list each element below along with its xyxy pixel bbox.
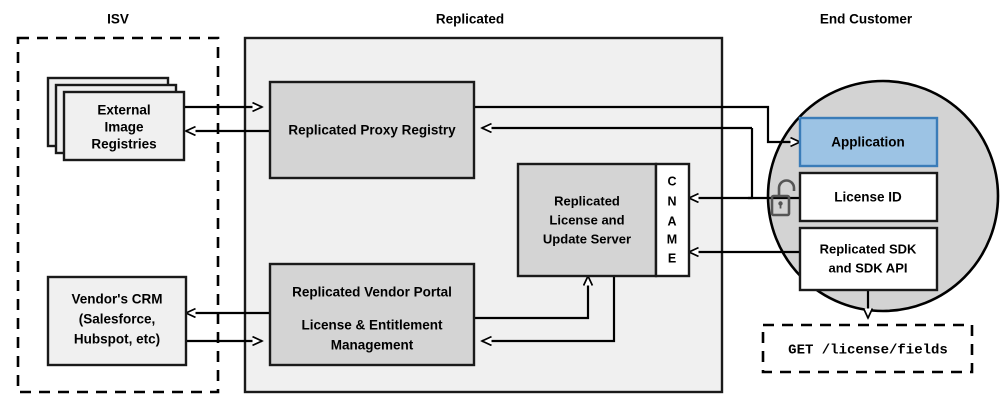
vendors-crm-label-1: Vendor's CRM (72, 292, 163, 307)
vendors-crm[interactable] (46, 275, 188, 367)
replicated-license-server-label-2: License and (549, 212, 624, 227)
zone-title-end-customer: End Customer (820, 12, 913, 27)
external-image-registries-label-1: External (97, 103, 150, 118)
license-fields-request-label: GET /license/fields (788, 343, 948, 359)
vendors-crm-label-3: Hubspot, etc) (74, 332, 160, 347)
license-entitlement-label-2: Management (331, 338, 414, 353)
unlock-icon (770, 179, 796, 217)
replicated-proxy-registry[interactable] (268, 80, 476, 180)
cname-letter-c: C (667, 174, 676, 188)
cname-letter-m: M (667, 232, 677, 246)
connector-license-server-to-portal (482, 272, 616, 341)
cname-letter-n: N (667, 194, 676, 208)
replicated-sdk-label-1: Replicated SDK (820, 241, 917, 256)
replicated-license-server-label-3: Update Server (543, 231, 631, 246)
license-entitlement-label-1: License & Entitlement (301, 318, 443, 333)
application-label: Application (831, 135, 905, 150)
replicated-sdk-label-2: and SDK API (829, 260, 908, 275)
unlock-icon-body (770, 194, 791, 217)
cname-letter-a: A (667, 214, 676, 228)
connector-portal-to-license-server (474, 276, 588, 320)
replicated-sdk-box[interactable] (798, 226, 939, 292)
external-image-registries-label-3: Registries (91, 137, 156, 152)
connector-app-return-seg (748, 128, 754, 200)
replicated-vendor-portal-label: Replicated Vendor Portal (292, 285, 452, 300)
external-image-registries[interactable] (62, 90, 186, 162)
cname-box[interactable] (654, 162, 691, 278)
application-box[interactable] (798, 116, 939, 168)
license-id-label: License ID (834, 190, 902, 205)
unlock-icon-keyslot (779, 203, 782, 209)
replicated-vendor-portal[interactable] (268, 262, 476, 367)
zone-title-isv: ISV (107, 12, 129, 27)
external-image-registries-label-2: Image (104, 120, 144, 135)
replicated-proxy-registry-label: Replicated Proxy Registry (288, 123, 456, 138)
cname-letter-e: E (668, 251, 676, 265)
replicated-license-and-update-server[interactable] (516, 162, 658, 278)
license-fields-request-box (761, 323, 974, 374)
license-id-box[interactable] (798, 171, 939, 223)
vendors-crm-label-2: (Salesforce, (79, 312, 156, 327)
zone-isv-boundary (16, 36, 220, 394)
connector-proxy-to-application (474, 105, 800, 142)
replicated-license-server-label-1: Replicated (554, 193, 620, 208)
zone-title-replicated: Replicated (436, 12, 504, 27)
